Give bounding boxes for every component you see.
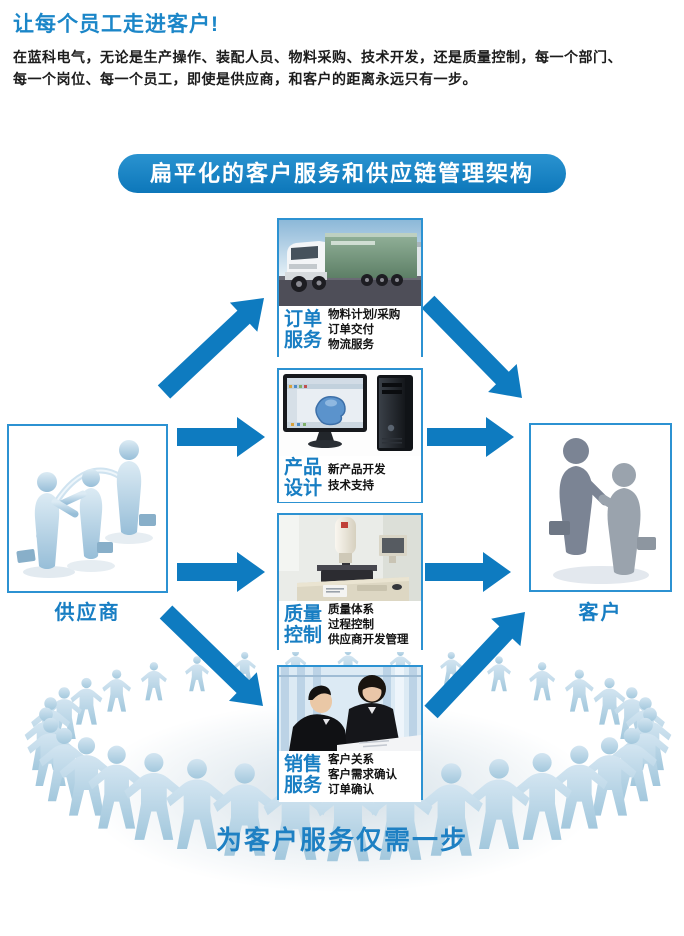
card-item: 质量体系 [328, 604, 375, 616]
card-items: 客户关系 客户需求确认 订单确认 [328, 753, 397, 799]
card-title: 销售 服务 [284, 754, 323, 796]
card-title: 订单 服务 [284, 309, 323, 351]
card-order-service: 订单 服务 物料计划/采购 订单交付 物流服务 [277, 218, 423, 357]
card-product-design: 产品 设计 新产品开发 技术支持 [277, 368, 423, 503]
customer-box [529, 423, 672, 592]
supplier-label: 供应商 [54, 602, 121, 624]
diagram-banner: 扁平化的客户服务和供应链管理架构 [117, 154, 567, 193]
card-sales-service: 销售 服务 客户关系 客户需求确认 订单确认 [277, 665, 423, 802]
intro-line-1: 在蓝科电气，无论是生产操作、装配人员、物料采购、技术开发，还是质量控制，每一个部… [13, 49, 622, 65]
card-items: 质量体系 过程控制 供应商开发管理 [328, 603, 409, 649]
card-caption: 销售 服务 客户关系 客户需求确认 订单确认 [279, 751, 421, 802]
card-caption: 质量 控制 质量体系 过程控制 供应商开发管理 [279, 601, 421, 652]
supplier-figures-photo [9, 426, 166, 591]
card-item: 供应商开发管理 [328, 634, 409, 647]
card-items: 物料计划/采购 订单交付 物流服务 [328, 308, 400, 354]
card-items: 新产品开发 技术支持 [328, 463, 386, 493]
sales-meeting-photo [279, 667, 421, 751]
card-title: 质量 控制 [284, 604, 323, 646]
card-quality-control: 质量 控制 质量体系 过程控制 供应商开发管理 [277, 513, 423, 652]
measuring-machine-photo [279, 515, 421, 601]
card-item: 技术支持 [328, 479, 375, 492]
card-item: 客户需求确认 [328, 769, 398, 782]
footer-slogan: 为客户服务仅需一步 [215, 825, 468, 855]
card-item: 过程控制 [328, 619, 375, 632]
intro-line-2: 每一个岗位、每一个员工，即使是供应商，和客户的距离永远只有一步。 [13, 71, 477, 88]
page-title: 让每个员工走进客户! [13, 13, 219, 36]
customer-handshake-photo [531, 425, 670, 590]
card-item: 新产品开发 [328, 464, 386, 477]
card-item: 物料计划/采购 [328, 309, 401, 321]
cad-computer-photo [279, 370, 421, 456]
card-item: 订单确认 [328, 784, 375, 797]
supplier-box [7, 424, 168, 593]
card-caption: 订单 服务 物料计划/采购 订单交付 物流服务 [279, 306, 421, 357]
truck-photo [279, 220, 421, 306]
customer-label: 客户 [578, 602, 623, 624]
card-caption: 产品 设计 新产品开发 技术支持 [279, 456, 421, 503]
card-item: 物流服务 [328, 339, 375, 352]
card-title: 产品 设计 [284, 457, 323, 499]
card-item: 订单交付 [328, 324, 375, 337]
card-item: 客户关系 [328, 754, 375, 766]
intro-paragraph: 在蓝科电气，无论是生产操作、装配人员、物料采购、技术开发，还是质量控制，每一个部… [13, 46, 673, 91]
